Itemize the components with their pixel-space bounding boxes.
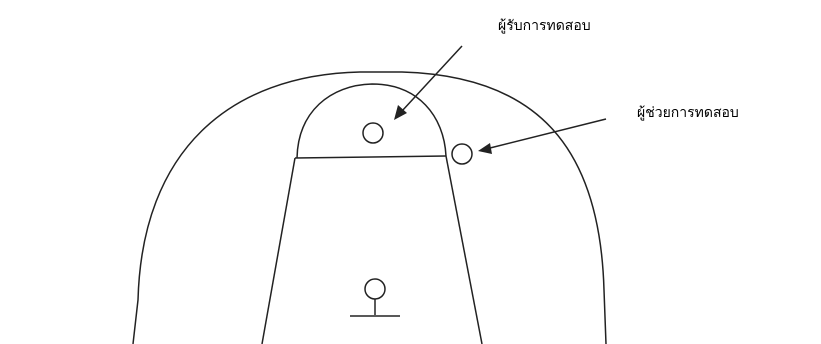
examinee-arrow (394, 45, 463, 120)
examinee-marker (362, 122, 384, 144)
basket-icon (350, 278, 400, 317)
examinee-label: ผู้รับการทดสอบ (498, 18, 591, 34)
assistant-label: ผู้ช่วยการทดสอบ (637, 105, 739, 121)
assistant-marker (451, 143, 473, 165)
three-point-line (132, 71, 607, 344)
free-throw-circle-arc (296, 83, 447, 159)
assistant-arrow (478, 118, 607, 154)
free-throw-line (294, 155, 447, 159)
lane-line-left (261, 157, 296, 344)
lane-line-right (445, 155, 483, 344)
